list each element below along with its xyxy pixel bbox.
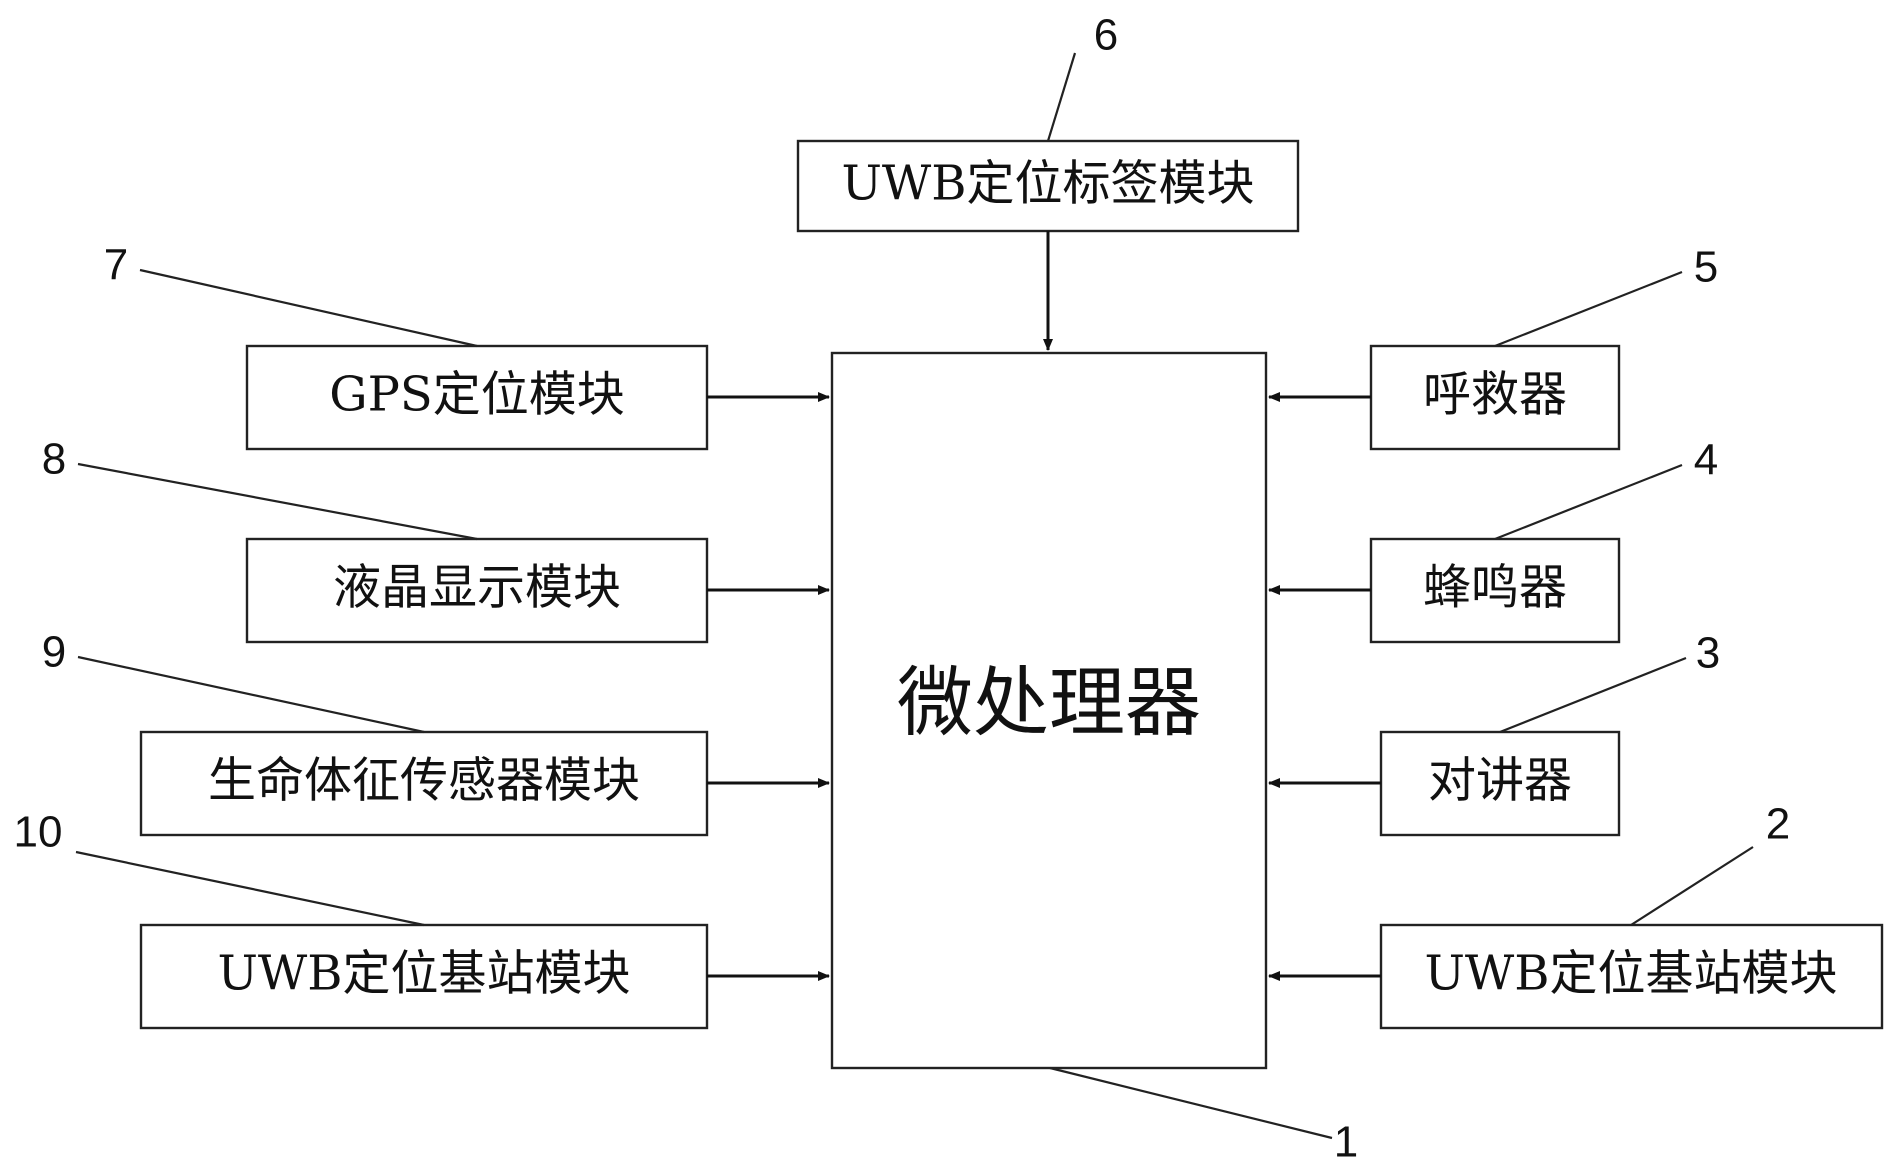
left-module-label: 生命体征传感器模块 bbox=[208, 753, 640, 809]
processor-block: 微处理器 bbox=[830, 351, 1268, 1070]
left-module-label: 液晶显示模块 bbox=[333, 560, 621, 616]
left-module-leader-line bbox=[77, 462, 478, 541]
left-module-leader-line bbox=[139, 268, 478, 348]
left-module-lcd: 液晶显示模块 bbox=[245, 537, 709, 644]
top-module-label: UWB定位标签模块 bbox=[841, 156, 1254, 212]
left-module-number: 7 bbox=[104, 241, 128, 290]
right-module-label: 呼救器 bbox=[1423, 367, 1567, 423]
processor-leader-line bbox=[1049, 1066, 1333, 1140]
top-module-leader-line bbox=[1046, 52, 1077, 142]
right-module-leader-line bbox=[1494, 270, 1683, 348]
right-module-number: 5 bbox=[1694, 243, 1718, 292]
top-module-number: 6 bbox=[1094, 11, 1118, 60]
right-module-distress-caller: 呼救器 bbox=[1369, 344, 1621, 451]
right-module-leader-line bbox=[1630, 846, 1754, 926]
left-module-gps: GPS定位模块 bbox=[245, 344, 709, 451]
left-module-uwb-base: UWB定位基站模块 bbox=[139, 923, 709, 1030]
left-module-number: 8 bbox=[42, 435, 66, 484]
right-module-label: UWB定位基站模块 bbox=[1424, 946, 1837, 1002]
right-module-leader-line bbox=[1499, 656, 1687, 734]
processor-label: 微处理器 bbox=[897, 658, 1201, 747]
left-module-label: UWB定位基站模块 bbox=[217, 946, 630, 1002]
right-module-buzzer: 蜂鸣器 bbox=[1369, 537, 1621, 644]
right-module-number: 3 bbox=[1696, 629, 1720, 678]
left-module-leader-line bbox=[77, 655, 425, 734]
left-module-label: GPS定位模块 bbox=[329, 367, 625, 423]
left-module-number: 9 bbox=[42, 628, 66, 677]
left-module-leader-line bbox=[75, 850, 425, 927]
right-module-number: 4 bbox=[1694, 436, 1718, 485]
right-module-number: 2 bbox=[1766, 800, 1790, 849]
right-module-label: 对讲器 bbox=[1428, 753, 1572, 809]
right-module-uwb-base: UWB定位基站模块 bbox=[1379, 923, 1884, 1030]
right-module-leader-line bbox=[1494, 463, 1683, 541]
top-module-uwb-tag: UWB定位标签模块 bbox=[796, 139, 1300, 233]
right-module-label: 蜂鸣器 bbox=[1423, 560, 1567, 616]
left-module-number: 10 bbox=[14, 808, 63, 857]
right-module-intercom: 对讲器 bbox=[1379, 730, 1621, 837]
processor-number: 1 bbox=[1334, 1118, 1358, 1167]
left-module-vital-signs: 生命体征传感器模块 bbox=[139, 730, 709, 837]
